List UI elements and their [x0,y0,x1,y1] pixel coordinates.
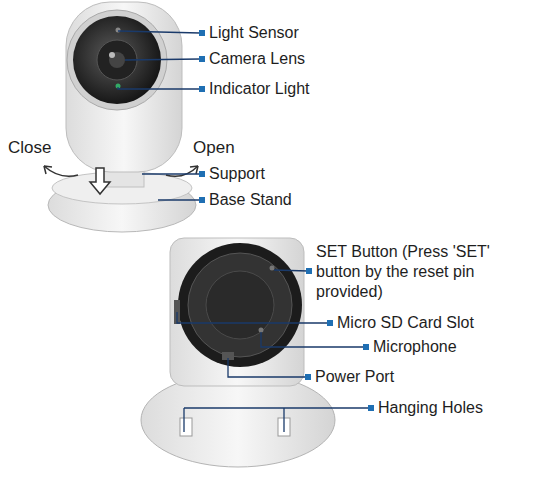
part-label: Microphone [373,337,457,357]
direction-label: Open [193,138,235,158]
part-label: Power Port [315,367,394,387]
part-label: Light Sensor [209,23,299,43]
part-label: Camera Lens [209,49,305,69]
direction-label: Close [8,138,51,158]
part-label: Hanging Holes [378,398,483,418]
part-label: Micro SD Card Slot [337,313,474,333]
part-label: Support [209,164,265,184]
part-label: SET Button (Press 'SET' button by the re… [316,242,528,302]
part-label: Base Stand [209,190,292,210]
part-label: Indicator Light [209,79,310,99]
